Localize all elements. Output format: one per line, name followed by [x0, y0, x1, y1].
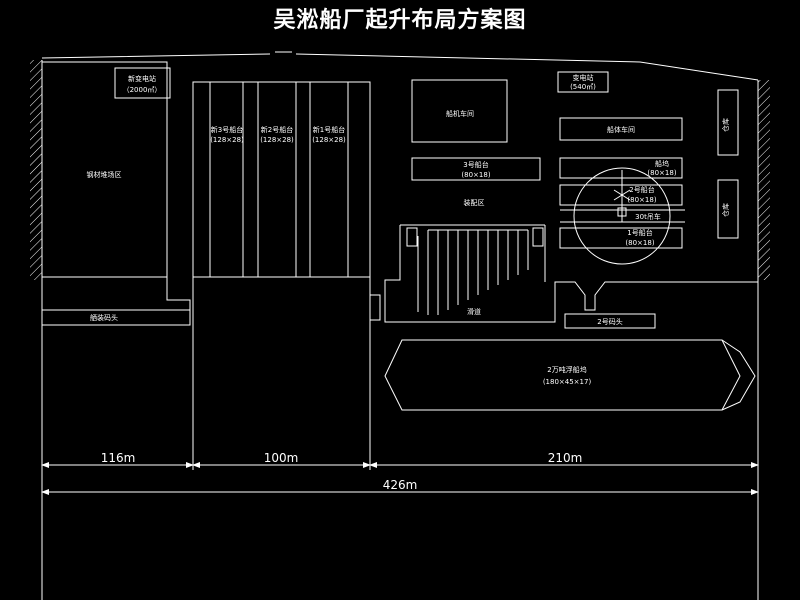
steel-yard-block [41, 61, 168, 278]
substation-right-box [557, 71, 609, 93]
label-slipway-1-size: (80×18) [625, 239, 654, 247]
left-boundary-hatch [30, 60, 42, 280]
ship-workshop-box [411, 79, 508, 143]
page-title: 吴淞船厂起升布局方案图 [273, 8, 527, 33]
label-substation-right-cap: (540㎡) [570, 83, 596, 91]
label-hull-workshop: 船体车间 [607, 125, 635, 134]
label-new-slipway-1-size: (128×28) [312, 136, 346, 144]
slipway-2-box [559, 184, 683, 206]
label-new-slipway-2: 新2号船台 [261, 125, 293, 134]
label-steel-yard: 钢材堆场区 [87, 170, 122, 179]
floating-dock-outline [384, 339, 741, 411]
label-floating-dock-size: (180×45×17) [543, 378, 592, 386]
label-slipway-3: 3号船台 [463, 160, 488, 169]
label-slide: 滑道 [467, 307, 481, 316]
hull-workshop-box [559, 117, 683, 141]
label-quay-2: 2号码头 [597, 317, 622, 326]
label-gantry: 30t吊车 [635, 212, 661, 221]
site-boundary-top [41, 51, 759, 81]
dimension-210m: 210m [548, 451, 583, 465]
label-outfitting-quay: 舾装码头 [90, 313, 118, 322]
dimension-100m: 100m [264, 451, 299, 465]
label-slipway-3-size: (80×18) [461, 171, 490, 179]
label-new-slipway-3-size: (128×28) [210, 136, 244, 144]
label-new-slipway-1: 新1号船台 [313, 125, 345, 134]
crane-reach-circle [573, 167, 671, 265]
quay-2-box [564, 313, 656, 329]
label-store-lower: 仓库 [721, 203, 730, 217]
slipway-1-box [559, 227, 683, 249]
label-berth-size: (80×18) [647, 169, 676, 177]
label-slipway-2-size: (80×18) [627, 196, 656, 204]
label-substation-right: 变电站 [573, 73, 594, 82]
dimension-426m: 426m [383, 478, 418, 492]
new-substation-box [114, 67, 171, 99]
left-quay-drop [166, 277, 191, 310]
right-boundary-hatch [758, 80, 770, 280]
dimension-116m: 116m [101, 451, 136, 465]
store-upper-box [717, 89, 739, 156]
label-floating-dock: 2万吨浮船坞 [547, 365, 586, 374]
label-transformer-new: 新变电站 [128, 74, 156, 83]
slipway-3-box [411, 157, 541, 181]
label-slipway-1: 1号船台 [627, 228, 652, 237]
label-new-slipway-2-size: (128×28) [260, 136, 294, 144]
assembly-outline [384, 225, 758, 323]
label-store-upper: 仓库 [721, 118, 730, 132]
slipway-connector [369, 277, 381, 321]
berth-box [559, 157, 683, 179]
store-lower-box [717, 179, 739, 239]
label-new-slipway-3: 新3号船台 [211, 125, 243, 134]
label-transformer-new-cap: （2000㎡） [123, 86, 162, 94]
label-berth: 船坞 [655, 159, 669, 168]
label-ship-workshop: 船机车间 [446, 109, 474, 118]
label-slipway-2: 2号船台 [629, 185, 654, 194]
label-assembly: 装配区 [464, 198, 485, 207]
new-slipways-block [192, 81, 371, 278]
slide-rails [417, 229, 529, 315]
